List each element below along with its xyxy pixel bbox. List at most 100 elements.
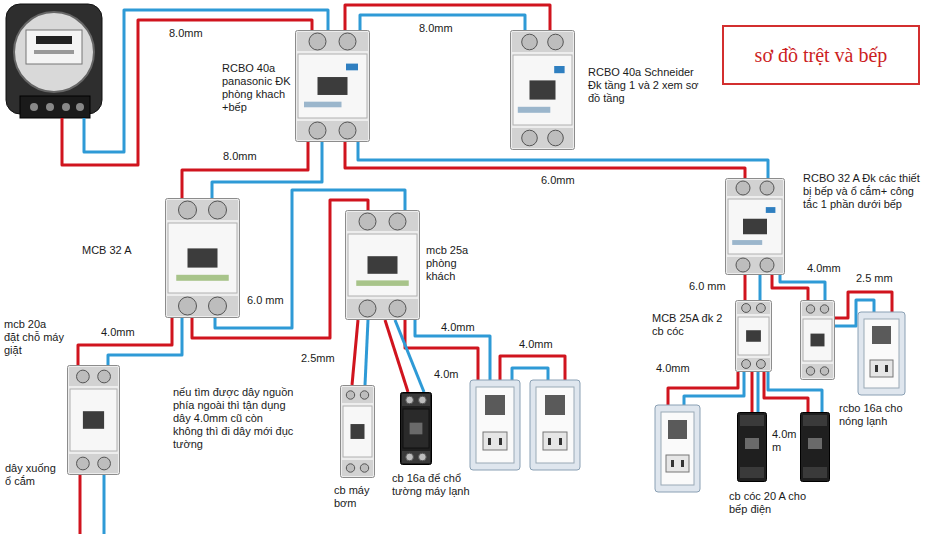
breaker-symbol	[802, 364, 833, 378]
breaker-symbol	[304, 102, 342, 108]
breaker-symbol	[297, 121, 368, 140]
wall-socket	[666, 455, 689, 472]
breaker-symbol	[801, 301, 835, 380]
wire	[385, 320, 408, 392]
socket-wire	[415, 320, 490, 380]
wire	[182, 142, 308, 198]
wire	[772, 275, 808, 300]
breaker-symbol	[209, 201, 227, 219]
breaker-symbol	[512, 32, 573, 52]
breaker-symbol	[167, 296, 238, 316]
breaker-symbol	[347, 212, 418, 231]
breaker-symbol	[760, 258, 774, 272]
breaker-symbol	[736, 258, 750, 272]
wall-socket	[543, 432, 567, 450]
breaker-symbol	[69, 367, 118, 386]
breaker-caption: MCB 25A đk 2 cb cóc	[652, 312, 732, 338]
breaker-symbol	[346, 391, 354, 399]
breaker-caption: cb máy bơm	[334, 484, 388, 510]
breaker-symbol	[737, 358, 770, 370]
socket-wire	[668, 372, 738, 405]
black-breaker	[745, 438, 759, 449]
socket-wire	[103, 475, 106, 534]
feed-wire	[62, 20, 312, 165]
electric-meter	[14, 12, 94, 92]
breaker-symbol	[77, 370, 90, 383]
wall-socket	[530, 380, 580, 470]
breaker-symbol	[346, 464, 354, 472]
breaker-symbol	[401, 393, 432, 465]
breaker-symbol	[351, 424, 365, 439]
circuit-breaker: RCBO 40a panasonic ĐK phòng khach +bếp	[295, 30, 370, 142]
black-breaker	[740, 415, 764, 426]
breaker-symbol	[756, 360, 765, 369]
wire-pair	[772, 275, 825, 300]
breaker-symbol	[402, 394, 430, 406]
wall-socket	[671, 460, 674, 467]
black-breaker	[801, 413, 830, 482]
wall-socket	[870, 360, 893, 377]
socket-wire	[684, 372, 744, 405]
socket-wire	[512, 368, 548, 380]
note-text: cb cóc 20 A cho bếp điện	[728, 490, 822, 516]
breaker-symbol	[737, 302, 770, 314]
breaker-symbol	[735, 300, 772, 372]
wall-socket	[655, 405, 700, 492]
breaker-symbol	[510, 30, 575, 150]
breaker-symbol	[811, 334, 825, 347]
breaker-symbol	[339, 33, 356, 50]
breaker-symbol	[209, 297, 227, 315]
wire-size: 4.0m	[433, 368, 459, 381]
breaker-symbol	[167, 200, 238, 220]
breaker-symbol	[511, 31, 575, 150]
breaker-symbol	[77, 457, 90, 470]
breaker-symbol	[419, 396, 427, 404]
wire-size: 4.0mm	[440, 321, 476, 334]
breaker-symbol	[742, 304, 751, 313]
breaker-symbol	[806, 367, 814, 375]
socket-wire	[757, 372, 760, 412]
breaker-symbol	[98, 370, 111, 383]
breaker-caption: MCB 32 A	[82, 244, 162, 257]
wire	[759, 275, 762, 300]
wall-socket	[885, 365, 888, 372]
breaker-symbol	[360, 391, 368, 399]
wire	[365, 320, 368, 385]
breaker-symbol	[403, 409, 429, 448]
wall-socket	[864, 319, 899, 388]
breaker-symbol	[342, 387, 373, 403]
wall-socket	[668, 420, 687, 439]
breaker-symbol	[98, 457, 111, 470]
circuit-breaker: rcbo 16a cho nóng lạnh	[800, 300, 835, 380]
breaker-symbol	[343, 406, 372, 457]
breaker-symbol	[83, 411, 104, 429]
feed-wire	[62, 10, 328, 165]
wall-socket	[530, 380, 580, 470]
wire	[395, 320, 424, 392]
circuit-breaker: MCB 32 A	[165, 198, 240, 318]
electric-meter	[76, 103, 84, 111]
wire-size: 8.0mm	[222, 150, 258, 163]
breaker-symbol	[360, 464, 368, 472]
breaker-caption: RCBO 32 A Đk các thiết bị bếp và ổ cắm+ …	[803, 172, 930, 211]
wire	[744, 275, 747, 300]
breaker-symbol	[295, 30, 370, 142]
wall-socket	[545, 395, 565, 415]
diagram-title: sơ đồ trệt và bếp	[755, 44, 888, 67]
breaker-symbol	[341, 386, 375, 478]
wire-size: 4.0mm	[806, 262, 842, 275]
breaker-symbol	[309, 33, 326, 50]
breaker-symbol	[732, 240, 762, 245]
breaker-symbol	[548, 130, 564, 146]
note-text: dây xuống ổ cắm	[4, 462, 62, 488]
black-breaker	[801, 413, 830, 482]
breaker-symbol	[766, 207, 776, 213]
wire	[780, 275, 825, 300]
wall-socket	[858, 312, 905, 395]
breaker-symbol	[389, 300, 406, 317]
breaker-symbol	[800, 300, 835, 380]
circuit-breaker: mcb 20a đặt chỗ máy giặt	[67, 365, 120, 475]
breaker-symbol	[522, 130, 538, 146]
breaker-symbol	[554, 66, 564, 73]
wall-socket	[559, 438, 562, 445]
